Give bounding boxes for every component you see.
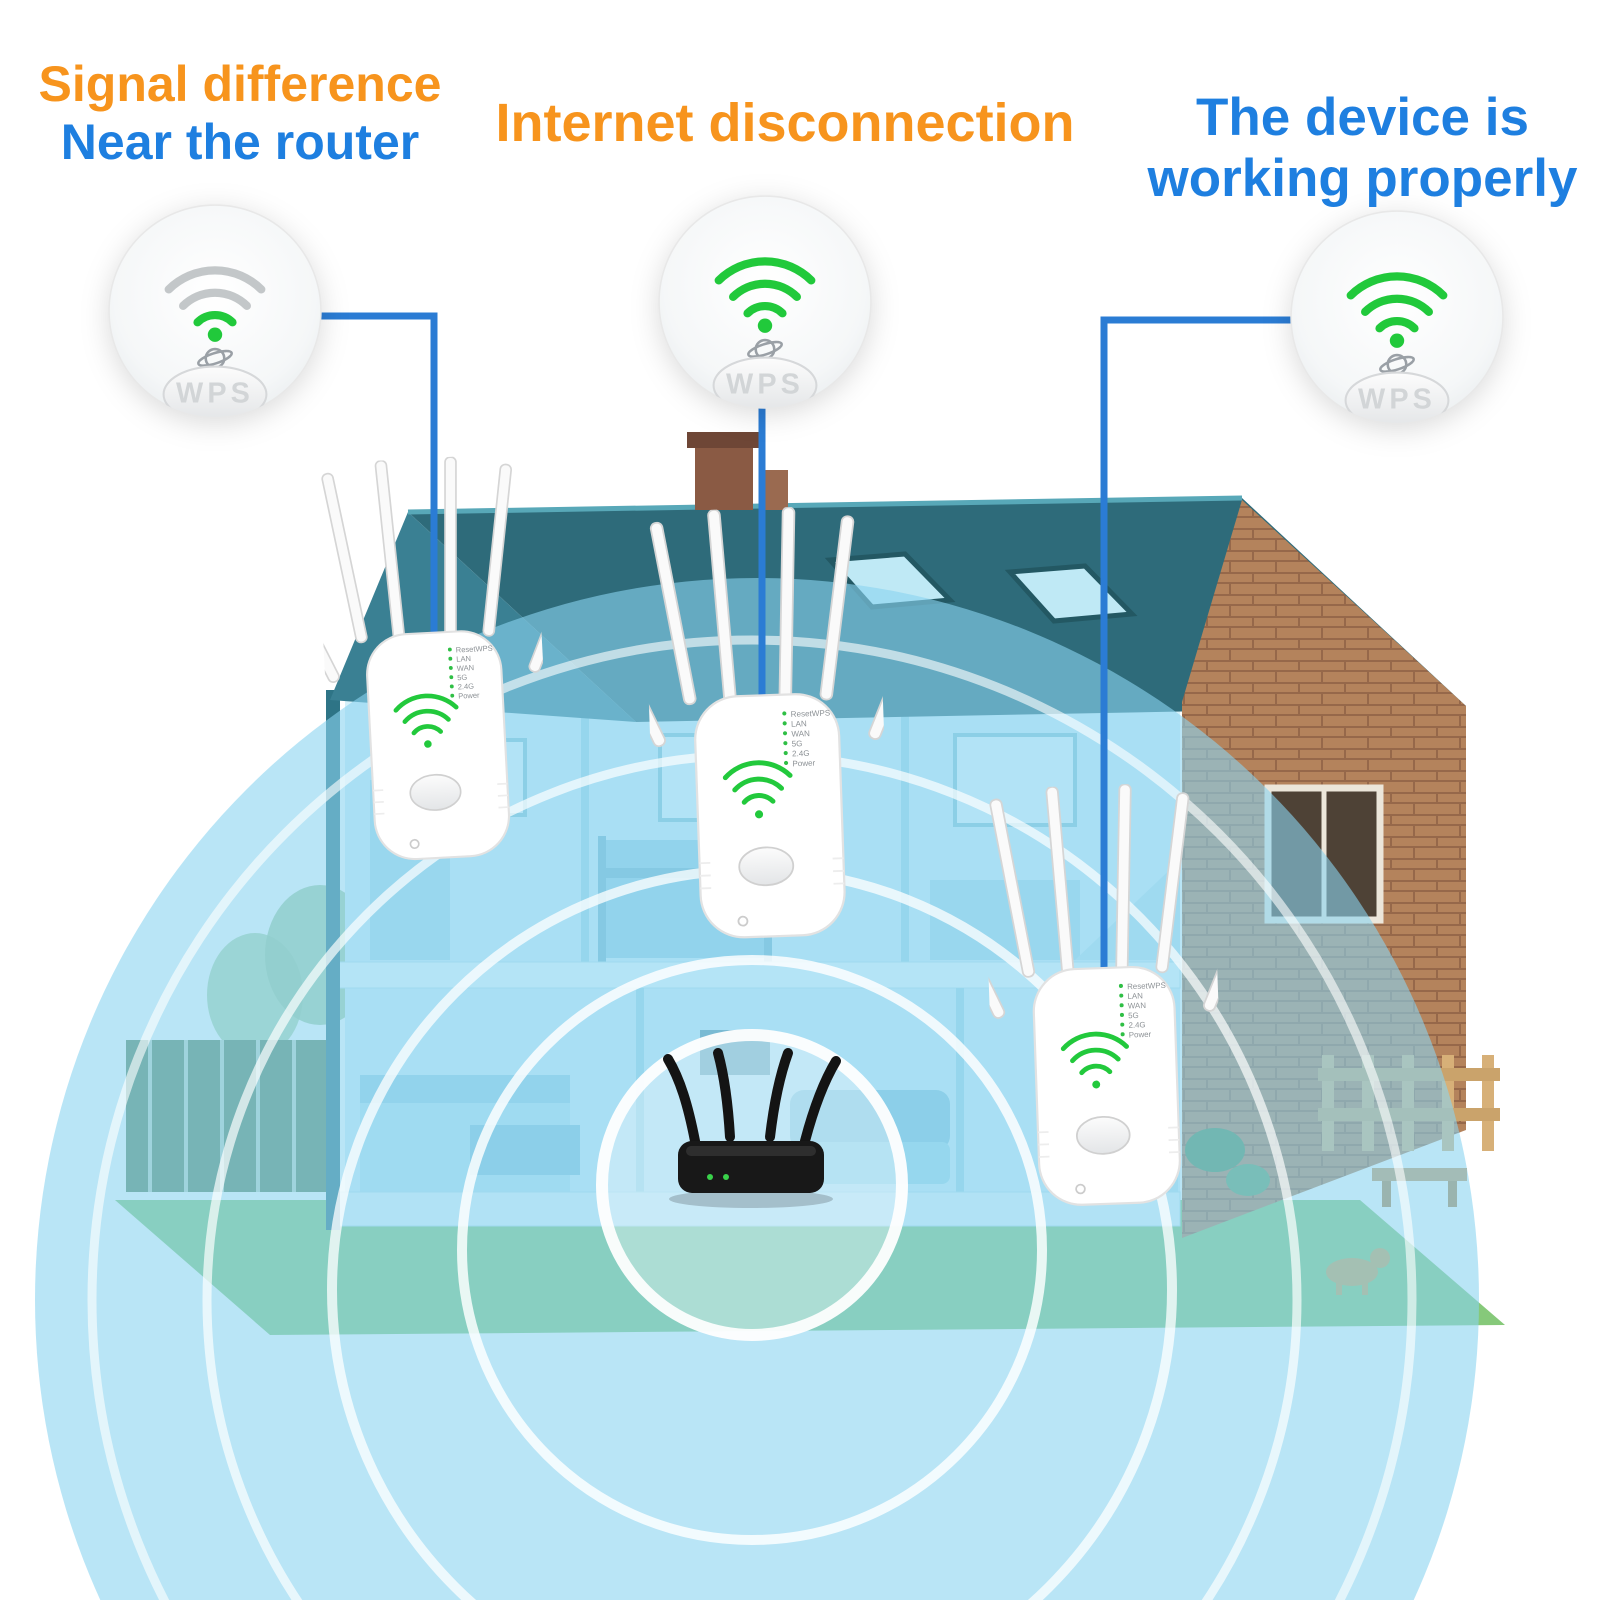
svg-text:Power: Power [792, 759, 816, 769]
svg-text:5G: 5G [792, 739, 803, 748]
svg-text:WPS: WPS [176, 378, 254, 410]
svg-text:WAN: WAN [791, 729, 810, 739]
header-disconnection: Internet disconnection [490, 92, 1080, 154]
wps-button[interactable] [712, 356, 818, 410]
wifi-signal-icon [1060, 1031, 1130, 1089]
svg-text:WPS: WPS [1358, 384, 1436, 416]
repeater-3: ResetWPS LAN WAN 5G 2.4G Power [931, 781, 1269, 1229]
wps-button[interactable] [1075, 1115, 1131, 1155]
wifi-signal-icon [1346, 272, 1448, 348]
repeater-body [694, 693, 846, 939]
repeater-body [366, 630, 511, 861]
svg-text:WAN: WAN [457, 663, 475, 673]
header-line: The device is [1196, 88, 1529, 147]
wps-button[interactable] [409, 773, 462, 811]
reset-pinhole [1075, 1183, 1086, 1195]
wps-button[interactable] [1344, 371, 1450, 425]
wifi-signal-icon [722, 760, 793, 819]
wifi-signal-icon [714, 257, 816, 333]
repeater-2: ResetWPS LAN WAN 5G 2.4G Power [590, 504, 935, 962]
led-panel: ResetWPS LAN WAN 5G 2.4G Power [1118, 981, 1166, 1040]
reset-pinhole [409, 838, 420, 850]
svg-text:2.4G: 2.4G [457, 682, 474, 692]
wifi-signal-icon [164, 266, 266, 342]
svg-text:LAN: LAN [791, 719, 807, 729]
svg-text:5G: 5G [457, 673, 468, 683]
led-panel: ResetWPS LAN WAN 5G 2.4G Power [447, 644, 493, 701]
wps-closeup-near-router: WPS [107, 203, 323, 419]
header-line: working properly [1147, 148, 1578, 208]
header-line: Signal difference [38, 56, 442, 112]
header-line: Internet disconnection [495, 93, 1075, 153]
svg-text:Power: Power [1129, 1030, 1152, 1040]
wps-button[interactable] [738, 846, 795, 887]
svg-text:2.4G: 2.4G [792, 749, 810, 759]
connector-line-3 [1100, 316, 1293, 1070]
chimney [687, 432, 788, 510]
svg-text:ResetWPS: ResetWPS [456, 644, 493, 655]
repeater-1: ResetWPS LAN WAN 5G 2.4G Power [267, 453, 589, 884]
svg-text:WPS: WPS [726, 369, 804, 401]
svg-text:LAN: LAN [1127, 991, 1143, 1001]
svg-text:LAN: LAN [456, 654, 471, 664]
reset-pinhole [737, 915, 749, 927]
svg-text:5G: 5G [1128, 1011, 1139, 1020]
wps-closeup-working: WPS [1289, 209, 1505, 425]
svg-text:WAN: WAN [1128, 1001, 1147, 1011]
svg-text:ResetWPS: ResetWPS [791, 708, 831, 718]
svg-text:Power: Power [458, 691, 480, 701]
svg-text:ResetWPS: ResetWPS [1127, 981, 1166, 991]
led-panel: ResetWPS LAN WAN 5G 2.4G Power [782, 708, 831, 769]
wps-closeup-disconnection: WPS [657, 194, 873, 410]
repeater-body [1032, 965, 1181, 1206]
header-working: The device is working properly [1135, 88, 1590, 210]
header-near-router: Signal difference Near the router [15, 56, 465, 171]
main-router [640, 1045, 860, 1225]
router-antennas [663, 1048, 841, 1146]
wps-button[interactable] [162, 365, 268, 419]
svg-text:2.4G: 2.4G [1128, 1020, 1145, 1030]
header-line: Near the router [60, 113, 420, 170]
wifi-signal-icon [393, 693, 459, 748]
